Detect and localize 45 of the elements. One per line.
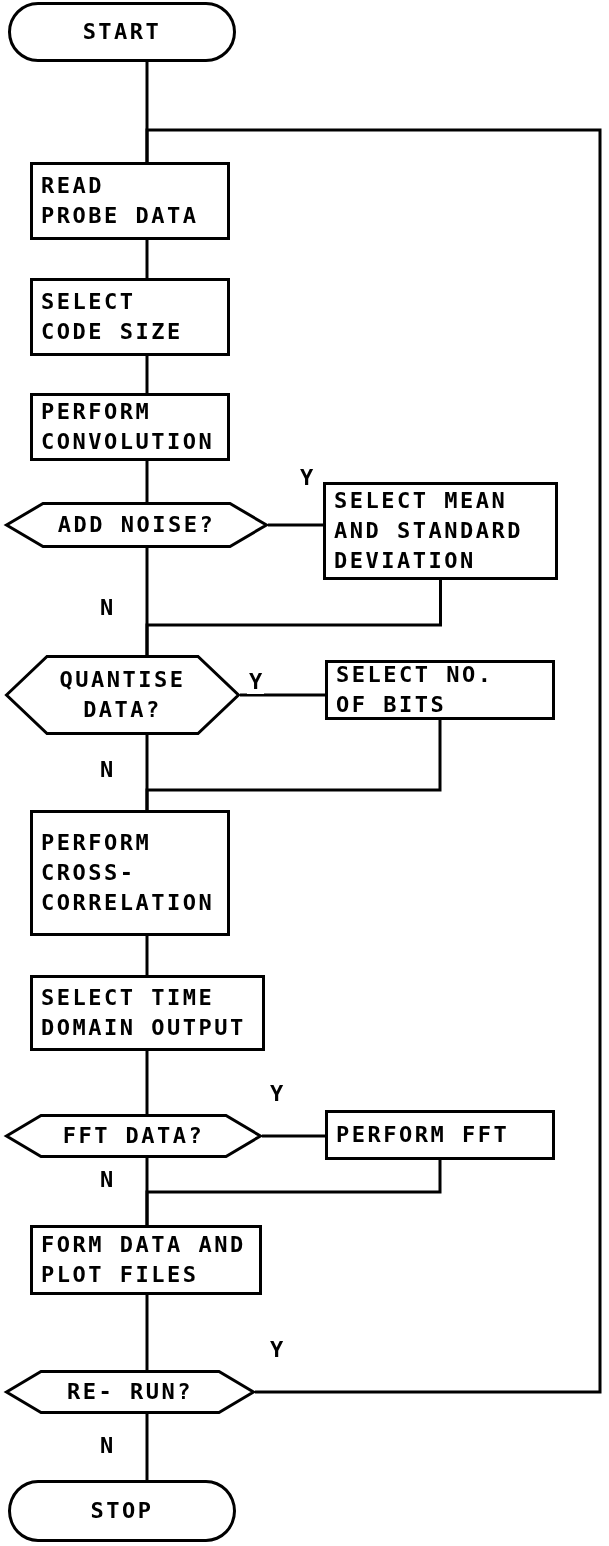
terminal-label: STOP: [90, 1497, 154, 1525]
process-box: [30, 393, 230, 461]
process-box: [323, 482, 558, 580]
connector-line: [145, 1051, 149, 1114]
process-label: SELECT CODE SIZE: [41, 288, 183, 346]
decision-hexagon: [5, 1370, 255, 1414]
connector-line: [145, 461, 149, 502]
process-label: PERFORM CONVOLUTION: [41, 398, 215, 456]
decision-label: QUANTISE DATA?: [59, 666, 186, 724]
connector-line: [145, 1414, 149, 1480]
edge-label: Y: [247, 670, 265, 694]
connector-line: [145, 1160, 442, 1225]
connector-line: [268, 523, 323, 527]
process-box: [30, 278, 230, 356]
process-label: SELECT TIME DOMAIN OUTPUT: [41, 984, 246, 1042]
decision-label: RE- RUN?: [67, 1378, 193, 1406]
process-label: PERFORM CROSS- CORRELATION: [41, 829, 215, 917]
decision-hexagon: [5, 655, 240, 735]
process-label: SELECT NO. OF BITS: [336, 661, 494, 719]
terminal-box: [8, 2, 236, 62]
decision-hexagon: [5, 1114, 262, 1158]
decision-label: FFT DATA?: [62, 1122, 205, 1150]
decision-label: ADD NOISE?: [57, 511, 216, 539]
process-box: [30, 975, 265, 1051]
process-label: PERFORM FFT: [336, 1121, 510, 1149]
connector-line: [145, 720, 442, 810]
terminal-label: START: [82, 18, 162, 46]
process-box: [325, 1110, 555, 1160]
connector-line: [145, 240, 149, 278]
process-box: [30, 1225, 262, 1295]
connector-line: [145, 580, 442, 655]
process-box: [30, 162, 230, 240]
terminal-box: [8, 1480, 236, 1542]
process-box: [325, 660, 555, 720]
connector-line: [145, 128, 602, 1394]
connector-line: [145, 936, 149, 975]
process-label: READ PROBE DATA: [41, 172, 199, 230]
decision-hexagon: [5, 502, 268, 548]
connector-line: [145, 1295, 149, 1370]
process-label: FORM DATA AND PLOT FILES: [41, 1231, 246, 1289]
process-box: [30, 810, 230, 936]
connector-line: [240, 693, 325, 697]
connector-line: [145, 356, 149, 393]
process-label: SELECT MEAN AND STANDARD DEVIATION: [334, 487, 523, 575]
connector-line: [262, 1134, 325, 1138]
